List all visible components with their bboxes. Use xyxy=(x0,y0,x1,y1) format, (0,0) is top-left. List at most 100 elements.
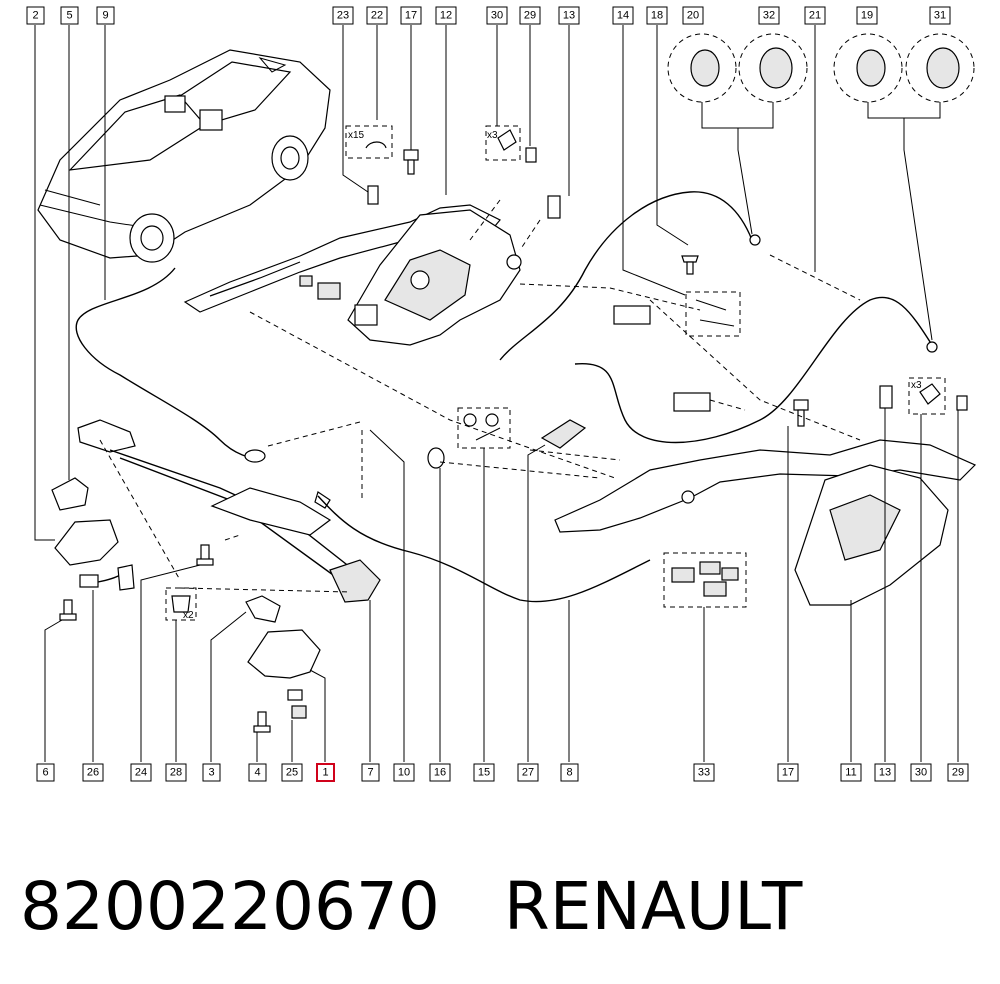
part-13-pin-right xyxy=(879,385,893,409)
dashed-link-d xyxy=(179,587,351,593)
quantity-x2: x2 xyxy=(183,610,194,621)
part-11-bracket xyxy=(794,464,949,606)
bottom-leaders xyxy=(44,408,959,762)
part-15-kit xyxy=(457,407,511,449)
svg-text:21: 21 xyxy=(809,10,821,22)
callout-23: 23 xyxy=(332,6,354,25)
spring-kit xyxy=(685,291,741,337)
svg-text:9: 9 xyxy=(102,10,108,22)
svg-text:29: 29 xyxy=(524,10,536,22)
svg-text:29: 29 xyxy=(952,767,964,779)
part-25-connector xyxy=(287,689,307,719)
svg-text:24: 24 xyxy=(135,767,147,779)
dashed-link-g xyxy=(769,254,861,301)
callout-27: 27 xyxy=(517,763,539,782)
cable-8 xyxy=(317,495,651,603)
part-4-screw xyxy=(253,711,271,733)
part-27-clip xyxy=(540,419,587,449)
callout-11: 11 xyxy=(840,763,862,782)
callout-12: 12 xyxy=(435,6,457,25)
part-6-screw xyxy=(59,599,77,621)
quantity-x15: x15 xyxy=(348,130,365,141)
callout-29-bottom: 29 xyxy=(947,763,969,782)
callout-32: 32 xyxy=(758,6,780,25)
part-3-plate xyxy=(245,595,281,623)
svg-text:20: 20 xyxy=(687,10,699,22)
part-24-screw xyxy=(196,544,214,566)
part-33-kit xyxy=(663,552,747,608)
callout-28: 28 xyxy=(165,763,187,782)
svg-text:4: 4 xyxy=(254,767,260,779)
part-caption: 8200220670 RENAULT xyxy=(20,862,980,952)
svg-text:14: 14 xyxy=(617,10,629,22)
callout-14: 14 xyxy=(612,6,634,25)
svg-text:2: 2 xyxy=(32,10,38,22)
svg-text:32: 32 xyxy=(763,10,775,22)
callout-30-bottom: 30 xyxy=(910,763,932,782)
dashed-link-h xyxy=(709,399,746,411)
cable-end-b xyxy=(926,341,938,353)
svg-text:28: 28 xyxy=(170,767,182,779)
exploded-parts-diagram: 2 5 9 23 22 17 12 30 29 1 3 14 18 20 32 2… xyxy=(26,6,977,782)
cable-9 xyxy=(75,267,263,461)
callout-17-top: 17 xyxy=(400,6,422,25)
svg-text:16: 16 xyxy=(434,767,446,779)
callout-17-bottom: 17 xyxy=(777,763,799,782)
callout-16: 16 xyxy=(429,763,451,782)
svg-text:12: 12 xyxy=(440,10,452,22)
svg-text:33: 33 xyxy=(698,767,710,779)
part-30-clip-right xyxy=(908,377,946,415)
brand-name: RENAULT xyxy=(503,868,803,945)
warning-plate-1 xyxy=(613,305,651,325)
callout-19: 19 xyxy=(856,6,878,25)
svg-text:30: 30 xyxy=(491,10,503,22)
grommet-20 xyxy=(667,33,737,103)
dashed-link-b xyxy=(267,421,361,447)
svg-text:6: 6 xyxy=(42,767,48,779)
car-illustration xyxy=(37,49,331,263)
bottom-callout-labels: 6 26 24 28 3 4 25 1 7 10 16 15 27 8 33 1… xyxy=(36,763,969,782)
svg-text:23: 23 xyxy=(337,10,349,22)
callout-29-top: 29 xyxy=(519,6,541,25)
part-18-screw xyxy=(681,255,699,275)
part-29-rivet-right xyxy=(956,395,968,411)
part-number: 8200220670 xyxy=(20,868,440,945)
cable-14 xyxy=(499,191,753,361)
callout-24: 24 xyxy=(130,763,152,782)
callout-6: 6 xyxy=(36,763,55,782)
part-23-screw xyxy=(367,185,379,205)
svg-text:7: 7 xyxy=(367,767,373,779)
svg-text:17: 17 xyxy=(782,767,794,779)
grommet-31 xyxy=(905,33,975,103)
callout-22: 22 xyxy=(366,6,388,25)
callout-2: 2 xyxy=(26,6,45,25)
cable-end-a xyxy=(749,234,761,246)
top-leaders xyxy=(34,25,816,541)
part-17-bolt-top xyxy=(403,149,419,175)
callout-25: 25 xyxy=(281,763,303,782)
callout-21: 21 xyxy=(804,6,826,25)
svg-text:26: 26 xyxy=(87,767,99,779)
dashed-link-m xyxy=(519,219,541,251)
dashed-link-f xyxy=(519,283,701,311)
svg-text:18: 18 xyxy=(651,10,663,22)
callout-30-top: 30 xyxy=(486,6,508,25)
top-callout-labels: 2 5 9 23 22 17 12 30 29 13 14 18 20 32 2… xyxy=(26,6,951,25)
part-16-ring xyxy=(427,447,445,469)
callout-10: 10 xyxy=(393,763,415,782)
part-22-clip xyxy=(345,125,393,159)
cable-21 xyxy=(574,296,933,444)
dashed-link-j xyxy=(529,449,621,461)
callout-5: 5 xyxy=(60,6,79,25)
svg-text:11: 11 xyxy=(845,767,856,779)
quantity-x3-top: x3 xyxy=(487,130,498,141)
part-17-bolt-right xyxy=(793,399,809,427)
grommet-32 xyxy=(738,33,808,103)
callout-26: 26 xyxy=(82,763,104,782)
svg-text:30: 30 xyxy=(915,767,927,779)
callout-3: 3 xyxy=(202,763,221,782)
callout-1-highlighted: 1 xyxy=(316,763,335,782)
callout-15: 15 xyxy=(473,763,495,782)
dashed-link-n xyxy=(224,534,241,541)
svg-text:15: 15 xyxy=(478,767,490,779)
